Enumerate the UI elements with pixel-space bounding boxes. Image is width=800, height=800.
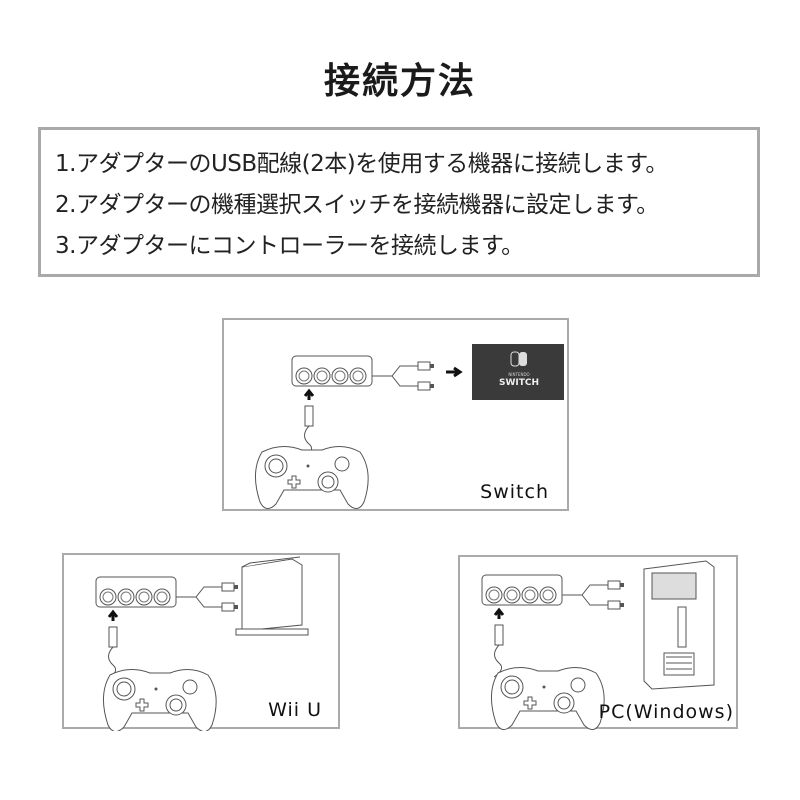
console-logo: SWITCH — [499, 378, 539, 388]
step-1: 1.アダプターのUSB配線(2本)を使用する機器に接続します。 — [55, 151, 668, 177]
pc-connection-illustration — [480, 560, 715, 731]
pc-diagram-panel: PC(Windows) — [458, 555, 738, 731]
diagram-label-pc: PC(Windows) — [598, 701, 734, 723]
step-2: 2.アダプターの機種選択スイッチを接続機器に設定します。 — [55, 192, 659, 218]
adapter-icon — [290, 354, 436, 460]
switch-diagram-panel: NINTENDO SWITCH Switch — [222, 318, 569, 511]
switch-connection-illustration: NINTENDO SWITCH — [254, 344, 564, 510]
arrow-right-icon — [446, 366, 463, 378]
wiiu-console-icon — [235, 556, 309, 636]
pc-tower-icon — [643, 560, 715, 690]
wiiu-diagram-panel: Wii U — [62, 553, 340, 731]
controller-icon — [102, 668, 217, 731]
controller-icon — [254, 445, 369, 510]
page-title: 接続方法 — [323, 61, 476, 102]
switch-console-icon: NINTENDO SWITCH — [472, 344, 564, 400]
step-3: 3.アダプターにコントローラーを接続します。 — [55, 233, 524, 259]
console-brand: NINTENDO — [508, 372, 529, 377]
diagram-label-wiiu: Wii U — [268, 699, 322, 721]
diagram-label-switch: Switch — [480, 481, 549, 503]
wiiu-connection-illustration — [94, 556, 309, 731]
controller-icon — [490, 666, 605, 731]
adapter-icon — [94, 575, 240, 681]
adapter-icon — [480, 573, 626, 679]
instruction-box: 1.アダプターのUSB配線(2本)を使用する機器に接続します。 2.アダプターの… — [38, 127, 760, 277]
